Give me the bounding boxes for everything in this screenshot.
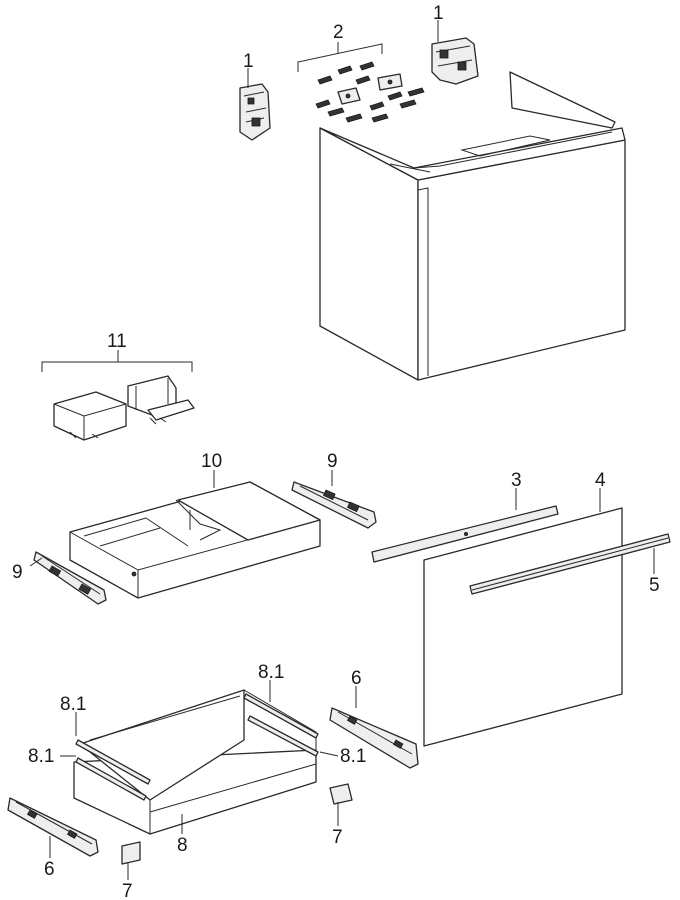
callout-9-right: 9	[327, 451, 338, 472]
callout-8-1-top-right: 8.1	[258, 662, 284, 683]
callout-6-left: 6	[44, 859, 55, 880]
callout-3: 3	[511, 470, 522, 491]
fixing-set-screws	[315, 61, 425, 123]
callout-9-left: 9	[12, 562, 23, 583]
runner-clip-pads	[121, 783, 353, 865]
callout-5: 5	[649, 575, 660, 596]
callout-8-1-mid-right: 8.1	[340, 746, 366, 767]
organiser-rail-right	[291, 481, 377, 529]
callout-6-right: 6	[351, 668, 362, 689]
callout-8: 8	[177, 835, 188, 856]
callout-8-1-top-left: 8.1	[60, 694, 86, 715]
drawer-front-panel	[423, 507, 623, 747]
callout-8-1-mid-left: 8.1	[28, 746, 54, 767]
mounting-bracket-right	[431, 37, 479, 85]
callout-7-right: 7	[332, 827, 343, 848]
leader-lines	[29, 20, 655, 880]
callout-2: 2	[333, 22, 344, 43]
drawer-runner-right	[329, 707, 419, 769]
callout-1-left: 1	[243, 51, 254, 72]
drawer-front-rail	[371, 505, 559, 563]
callout-11: 11	[107, 331, 127, 352]
callout-1-right: 1	[433, 3, 444, 24]
callout-4: 4	[595, 470, 606, 491]
callout-10: 10	[201, 451, 222, 472]
callout-7-left: 7	[122, 881, 133, 900]
organiser-rail-left	[33, 551, 107, 605]
drawer-insert	[69, 481, 321, 599]
drawer-runner-left	[7, 797, 99, 857]
drawer-side-rods	[75, 693, 319, 801]
mounting-bracket-left	[239, 83, 271, 141]
drawer-handle	[469, 533, 671, 595]
drawer-organiser-boxes	[53, 375, 195, 441]
vanity-cabinet	[319, 71, 626, 381]
